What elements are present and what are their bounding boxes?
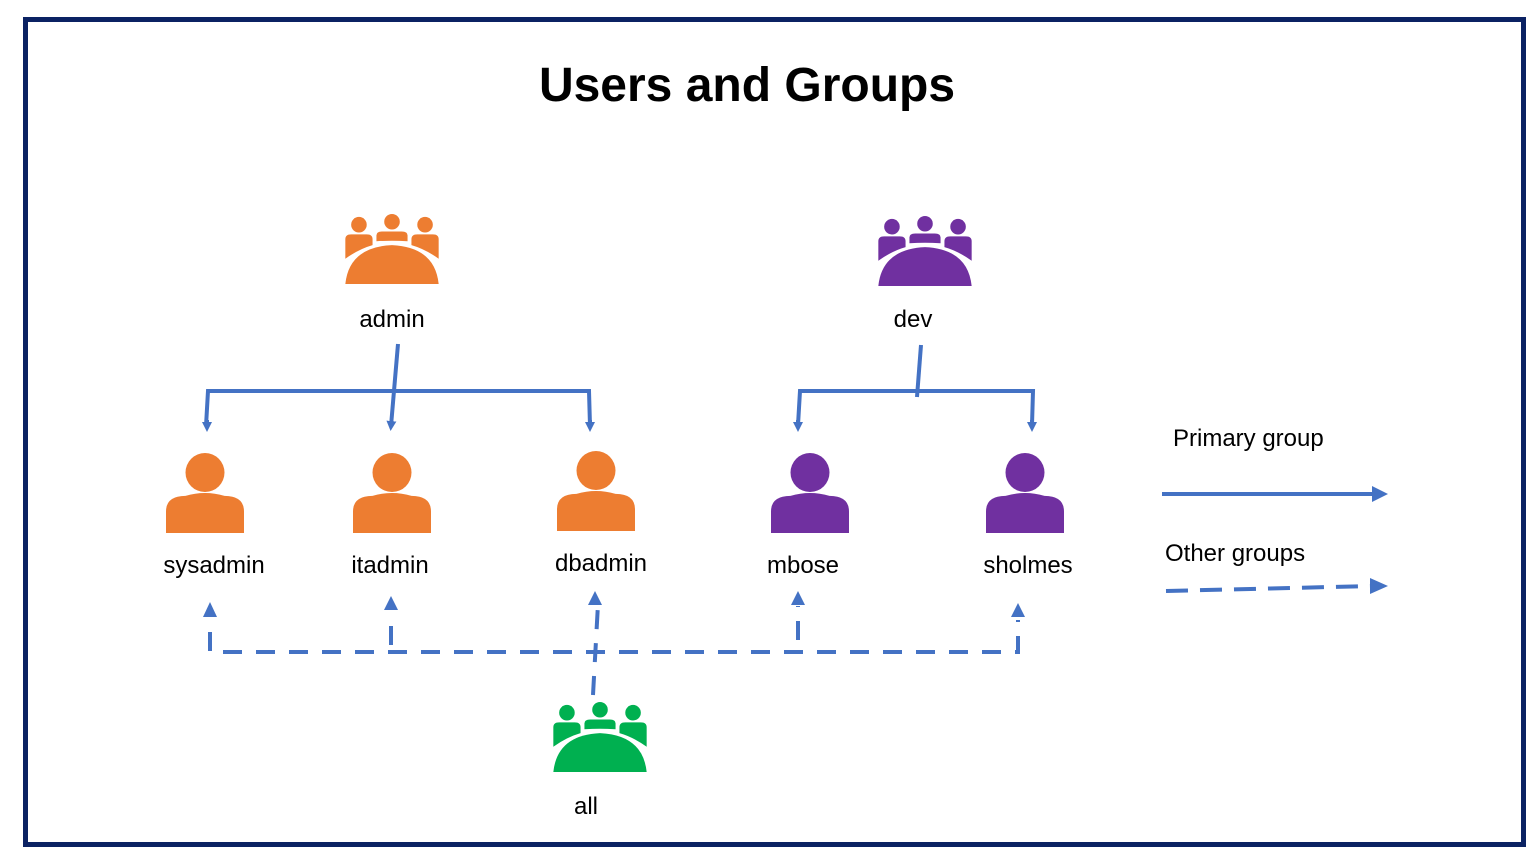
group-label-dev: dev [893, 306, 933, 333]
user-icon-mbose [771, 453, 849, 533]
legend-primary-label: Primary group [1173, 425, 1324, 452]
arrowhead-mbose [791, 591, 805, 605]
group-label-all: all [573, 793, 599, 820]
arrowhead-itadmin [384, 596, 398, 610]
legend-other-arrowhead [1370, 578, 1388, 594]
group-icon-admin [345, 214, 439, 284]
arrowhead-sholmes [1011, 603, 1025, 617]
legend [1162, 486, 1388, 594]
diagram-frame [23, 17, 1526, 847]
other-connector-all [208, 603, 1020, 696]
user-label-mbose: mbose [766, 552, 840, 579]
primary-branch-dev [796, 389, 1036, 426]
arrowhead-dbadmin [588, 591, 602, 605]
diagram-title: Users and Groups [538, 59, 956, 112]
user-label-sysadmin: sysadmin [163, 552, 265, 579]
other-arrowheads [203, 591, 1025, 617]
legend-primary-arrowhead [1372, 486, 1388, 502]
user-icon-itadmin [353, 453, 431, 533]
user-label-dbadmin: dbadmin [554, 550, 648, 577]
user-icon-sysadmin [166, 453, 244, 533]
user-icon-sholmes [986, 453, 1064, 533]
primary-connector-dev [793, 344, 1037, 432]
primary-connector-admin [202, 343, 595, 432]
legend-other-label: Other groups [1165, 540, 1306, 567]
other-bus-all [208, 620, 1020, 654]
arrowhead-sysadmin [203, 602, 217, 617]
other-stem-all [591, 603, 600, 696]
group-label-admin: admin [359, 306, 425, 333]
group-icon-dev [878, 216, 972, 286]
primary-arrow-itadmin [386, 343, 400, 431]
primary-branch-admin [204, 389, 592, 427]
user-icon-dbadmin [557, 451, 635, 531]
user-label-itadmin: itadmin [351, 552, 429, 579]
group-icon-all [553, 702, 647, 772]
legend-other-line [1165, 584, 1373, 593]
user-label-sholmes: sholmes [983, 552, 1073, 579]
